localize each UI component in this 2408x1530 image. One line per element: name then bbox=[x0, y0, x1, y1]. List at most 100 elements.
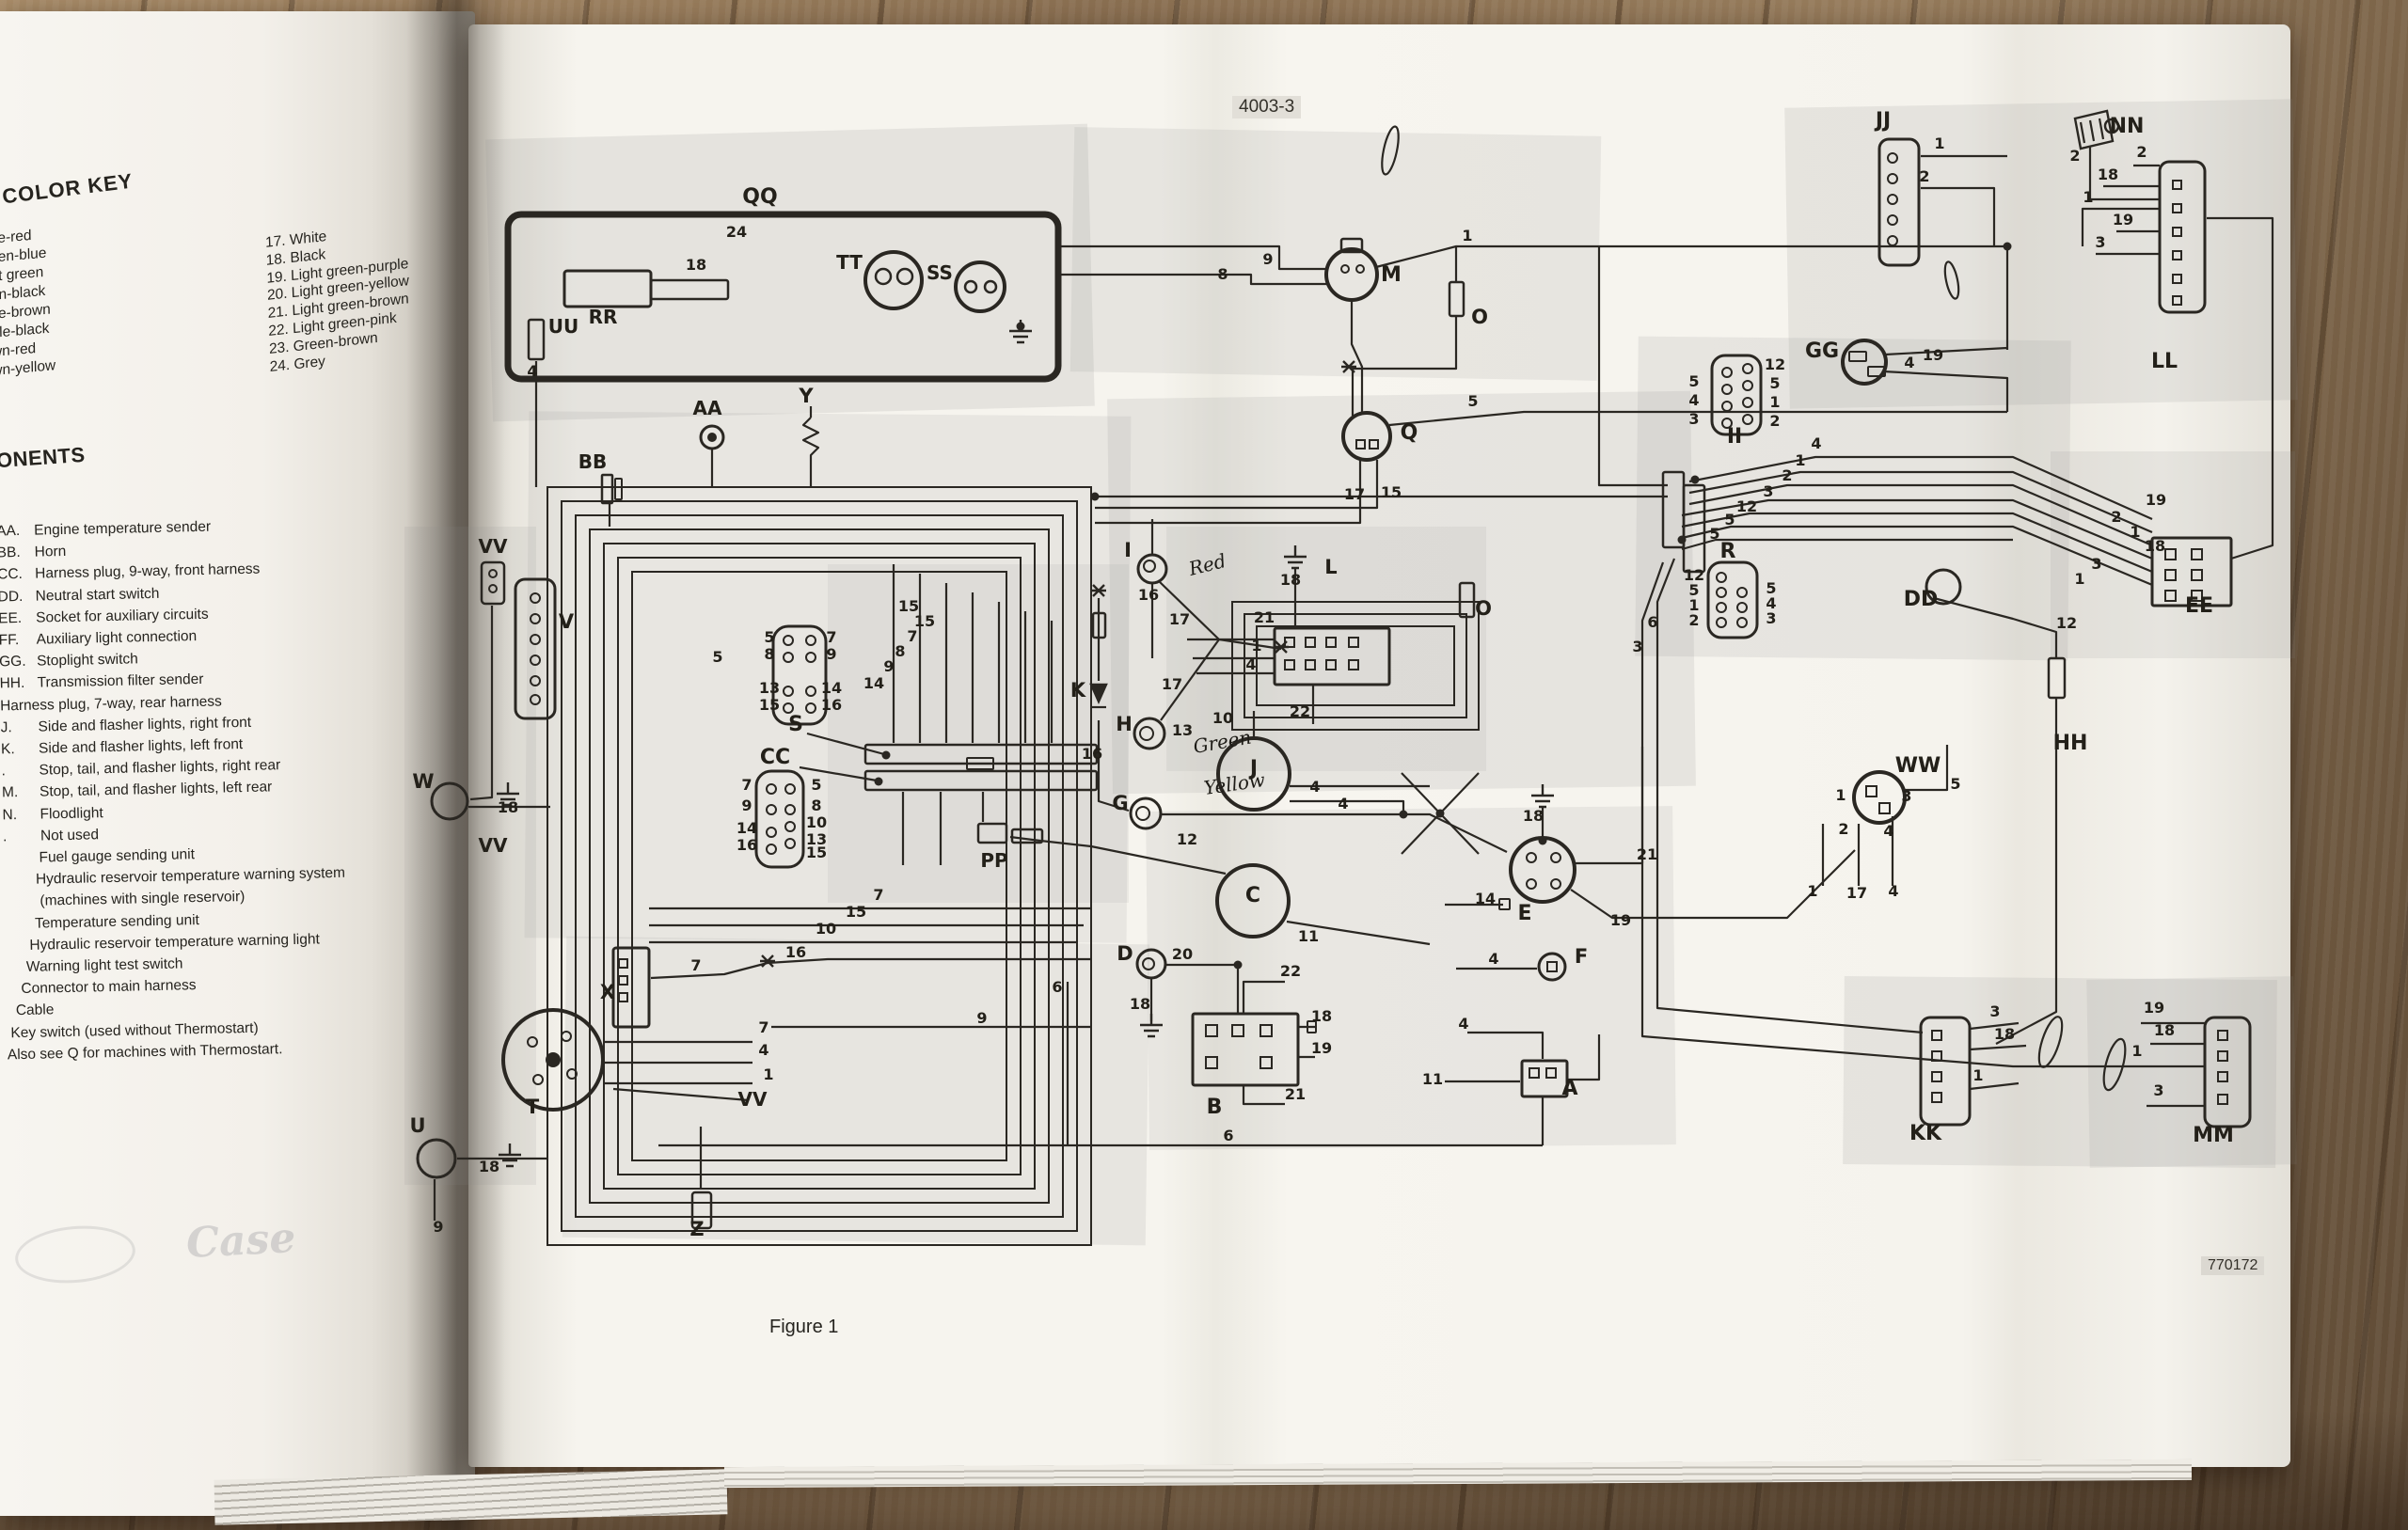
connector-pin bbox=[2217, 1094, 2228, 1105]
wire-label: 1 bbox=[1688, 596, 1699, 614]
wire bbox=[1688, 470, 2153, 534]
wire-label: 19 bbox=[1610, 911, 1631, 929]
wire-label: 4 bbox=[1904, 354, 1914, 371]
wire-label: O bbox=[1475, 597, 1492, 620]
connector-pin bbox=[2191, 590, 2203, 602]
wire-label: 1 bbox=[2074, 570, 2084, 588]
component-circle bbox=[488, 584, 498, 593]
wire-label: 18 bbox=[479, 1158, 499, 1175]
wire-label: CC bbox=[760, 746, 790, 769]
wire-label: 7 bbox=[741, 776, 752, 794]
wire-label: 18 bbox=[1311, 1007, 1332, 1025]
wire bbox=[1286, 920, 1431, 946]
wire-label: EE bbox=[2185, 594, 2213, 618]
wire-label: 9 bbox=[741, 797, 752, 814]
component-circle bbox=[805, 635, 816, 646]
wire-label: 2 bbox=[1769, 412, 1780, 430]
component-box bbox=[1498, 898, 1511, 910]
wire bbox=[1351, 316, 1458, 416]
component-box bbox=[1273, 626, 1391, 686]
wire-label: 3 bbox=[1632, 638, 1642, 655]
wire bbox=[1995, 698, 2058, 1045]
junction-dot bbox=[2003, 242, 2012, 251]
wire-label: 16 bbox=[737, 836, 757, 854]
component-circle bbox=[805, 702, 816, 714]
book-gutter bbox=[406, 0, 512, 1530]
component-circle bbox=[783, 652, 794, 663]
wire bbox=[1969, 1021, 2020, 1031]
wire-label: 21 bbox=[1637, 845, 1657, 863]
wire-label: 6 bbox=[1223, 1127, 1233, 1144]
connector-pin bbox=[2172, 274, 2182, 284]
wire-label: 5 bbox=[1769, 374, 1780, 392]
wire bbox=[1242, 980, 1285, 1014]
component-circle bbox=[699, 424, 725, 450]
connector-pin bbox=[1545, 1067, 1557, 1079]
wire-label: 9 bbox=[433, 1218, 443, 1236]
wire-label: 5 bbox=[811, 776, 821, 794]
wire-label: 4 bbox=[1883, 822, 1893, 840]
component-box bbox=[1010, 828, 1044, 844]
wire-label: VV bbox=[479, 834, 508, 857]
component-circle bbox=[784, 783, 796, 795]
wire-label: 7 bbox=[826, 628, 836, 646]
component-circle bbox=[1340, 264, 1350, 274]
component-circle bbox=[1887, 173, 1898, 184]
component-box bbox=[863, 769, 1099, 792]
connector-pin bbox=[1931, 1030, 1942, 1041]
wire-label: 16 bbox=[785, 943, 806, 961]
page-code: 4003-3 bbox=[1232, 96, 1302, 118]
component-circle bbox=[430, 781, 469, 821]
wire-loop bbox=[575, 514, 1064, 1218]
wire bbox=[1388, 410, 2007, 427]
wire bbox=[1375, 244, 2009, 350]
wire-label: 5 bbox=[712, 648, 722, 666]
wire bbox=[1467, 1031, 1545, 1059]
wire-label: 1 bbox=[1934, 134, 1944, 152]
wire bbox=[2098, 118, 2105, 140]
wire bbox=[1597, 246, 1668, 487]
component-circle bbox=[1736, 617, 1748, 628]
wire-label: 5 bbox=[1709, 525, 1719, 543]
cable-loop bbox=[1381, 125, 1400, 176]
component-circle bbox=[1550, 878, 1561, 890]
junction-dot bbox=[1399, 810, 1408, 819]
junction-dot bbox=[1435, 809, 1445, 818]
wire bbox=[1933, 596, 2058, 658]
connector-pin bbox=[1348, 637, 1359, 648]
wire bbox=[801, 417, 820, 461]
connector-pin bbox=[2191, 548, 2203, 560]
component-circle bbox=[1887, 214, 1898, 226]
wire-label: 18 bbox=[686, 256, 706, 274]
wire-label: 10 bbox=[806, 813, 827, 831]
component-circle bbox=[530, 613, 541, 624]
component-circle bbox=[805, 686, 816, 697]
component-circle bbox=[1355, 264, 1365, 274]
wire-label: RR bbox=[589, 306, 618, 328]
junction-dot bbox=[1690, 475, 1700, 484]
wire-label: 3 bbox=[1763, 482, 1773, 500]
component-circle bbox=[1139, 726, 1154, 741]
wire bbox=[1570, 849, 1856, 920]
wire bbox=[806, 732, 885, 756]
component-circle bbox=[1852, 770, 1907, 825]
wire-label: 20 bbox=[1172, 945, 1193, 963]
wire-label: L bbox=[1324, 556, 1337, 578]
component-circle bbox=[766, 783, 777, 795]
component-box bbox=[614, 478, 623, 500]
wire-label: 4 bbox=[1309, 778, 1320, 796]
wire-label: O bbox=[1471, 306, 1488, 328]
wire-label: 9 bbox=[883, 657, 894, 675]
wire-label: A bbox=[1561, 1077, 1577, 1100]
wire-label: 2 bbox=[2136, 143, 2147, 161]
wire-label: 13 bbox=[806, 830, 827, 848]
component-box bbox=[2047, 656, 2067, 700]
component-box bbox=[527, 318, 546, 361]
wire-label: 6 bbox=[1052, 978, 1062, 996]
wire-label: T bbox=[526, 1096, 540, 1118]
wire-label: WW bbox=[1895, 754, 1941, 778]
component-box bbox=[2203, 1016, 2252, 1128]
wire-label: 1 bbox=[1835, 786, 1846, 804]
photocopy-patch bbox=[2086, 976, 2297, 1168]
wire bbox=[1160, 639, 1220, 721]
